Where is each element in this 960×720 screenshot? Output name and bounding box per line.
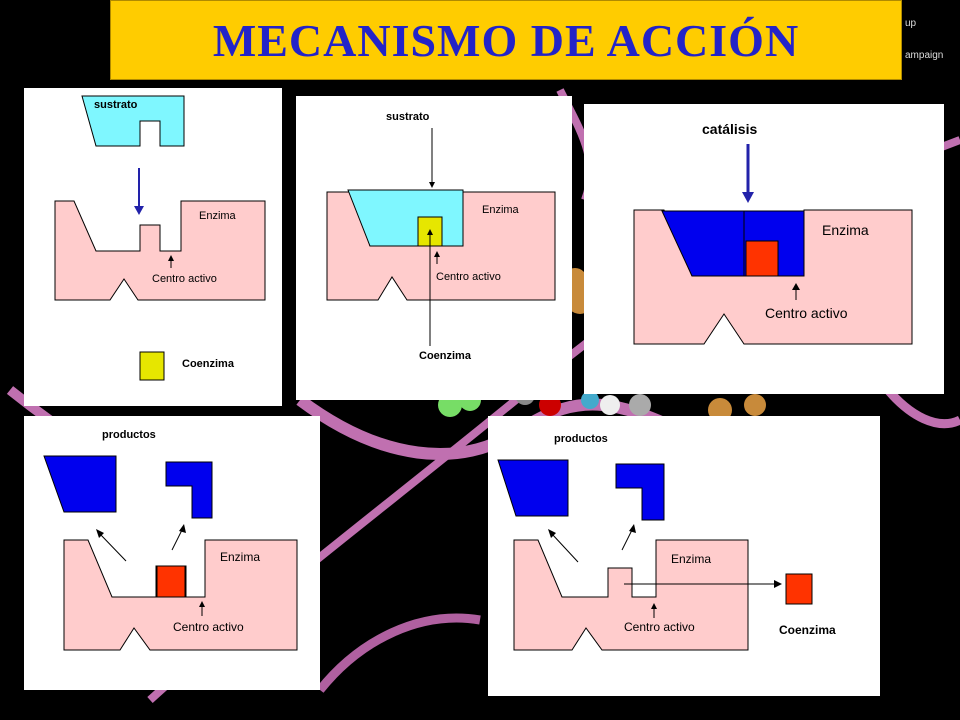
arrowhead-icon bbox=[427, 229, 433, 235]
arrowhead-icon bbox=[774, 580, 782, 588]
product-left bbox=[43, 455, 117, 513]
arrowhead-icon bbox=[96, 529, 104, 538]
coenzyme-label: Coenzima bbox=[419, 350, 472, 362]
panel-substrate-approach: sustrato Enzima Centro activo Coenzima bbox=[24, 88, 282, 406]
arrowhead-icon bbox=[651, 603, 657, 609]
enzyme-label: Enzima bbox=[199, 210, 237, 222]
catalysis-label: catálisis bbox=[702, 121, 757, 137]
release-arrow-left bbox=[551, 533, 579, 563]
enzyme-label: Enzima bbox=[822, 222, 869, 238]
credit-line-2: ampaign bbox=[905, 50, 944, 61]
substrate-label: sustrato bbox=[386, 111, 430, 123]
product-right bbox=[165, 461, 213, 519]
enzyme-shape bbox=[54, 200, 266, 301]
arrowhead-icon bbox=[742, 192, 754, 203]
enzyme-label: Enzima bbox=[671, 552, 711, 566]
arrowhead-icon bbox=[548, 529, 556, 538]
panel-products-released: productos Enzima Centro activo bbox=[24, 416, 320, 690]
coenzyme-square bbox=[745, 240, 779, 277]
coenzyme-label: Coenzima bbox=[779, 623, 836, 637]
arrowhead-icon bbox=[179, 524, 186, 533]
enzyme-label: Enzima bbox=[220, 550, 260, 564]
coenzyme-label: Coenzima bbox=[182, 358, 235, 370]
panel-substrate-bound: sustrato Enzima Centro activo Coenzima bbox=[296, 96, 572, 400]
coenzyme-square bbox=[785, 573, 813, 605]
release-arrow-right bbox=[621, 529, 633, 551]
arrowhead-icon bbox=[792, 283, 800, 290]
credit-line-1: up bbox=[905, 18, 917, 29]
arrowhead-icon bbox=[629, 524, 636, 533]
active-site-label: Centro activo bbox=[765, 305, 848, 321]
panel-coenzyme-released: productos Enzima Centro activo Coenzima bbox=[488, 416, 880, 696]
release-arrow-right bbox=[171, 529, 183, 551]
arrowhead-icon bbox=[199, 601, 205, 607]
product-right bbox=[615, 463, 665, 521]
arrowhead-icon bbox=[168, 255, 174, 261]
active-site-label: Centro activo bbox=[624, 620, 695, 634]
enzyme-label: Enzima bbox=[482, 204, 520, 216]
enzyme-shape bbox=[513, 539, 749, 651]
arrowhead-icon bbox=[429, 182, 435, 188]
arrowhead-icon bbox=[134, 206, 144, 215]
release-arrow-left bbox=[99, 533, 127, 562]
products-label: productos bbox=[554, 433, 608, 445]
active-site-label: Centro activo bbox=[173, 620, 244, 634]
coenzyme-square bbox=[139, 351, 165, 381]
substrate-shape bbox=[81, 95, 185, 147]
coenzyme-square bbox=[156, 565, 186, 598]
active-site-label: Centro activo bbox=[436, 271, 501, 283]
product-left bbox=[497, 459, 569, 517]
panel-catalysis: catálisis Enzima Centro activo bbox=[584, 104, 944, 394]
page-title: MECANISMO DE ACCIÓN bbox=[110, 0, 902, 80]
products-label: productos bbox=[102, 429, 156, 441]
substrate-label: sustrato bbox=[94, 99, 138, 111]
arrowhead-icon bbox=[434, 251, 440, 257]
active-site-label: Centro activo bbox=[152, 273, 217, 285]
